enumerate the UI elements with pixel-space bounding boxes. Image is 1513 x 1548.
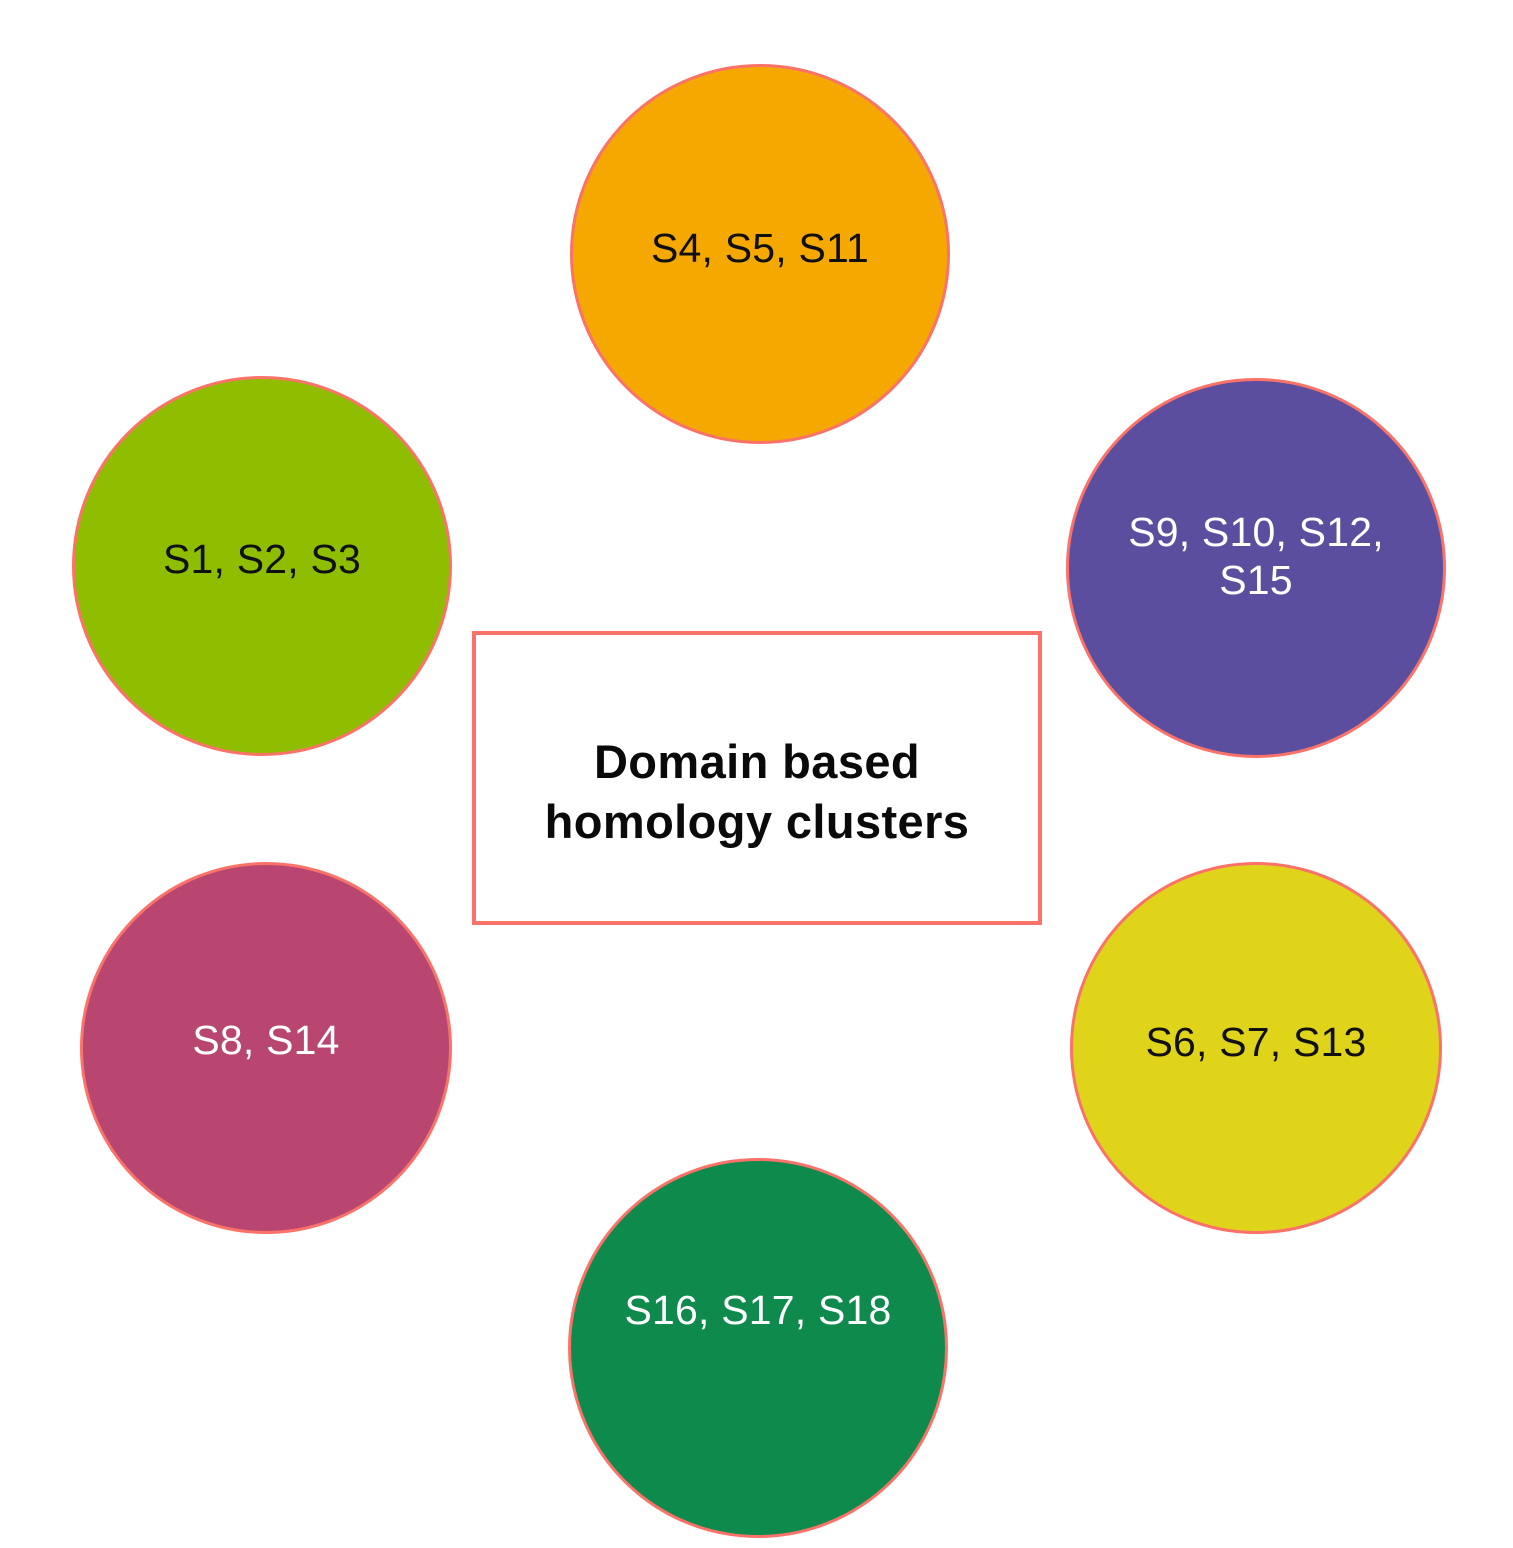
center-title-box: Domain based homology clusters xyxy=(472,631,1042,925)
cluster-node-bottom[interactable]: S16, S17, S18 xyxy=(568,1158,948,1538)
cluster-node-right-upper-label: S9, S10, S12, S15 xyxy=(1128,508,1384,603)
center-title-text: Domain based homology clusters xyxy=(544,734,970,848)
cluster-node-top-label: S4, S5, S11 xyxy=(651,224,869,271)
cluster-node-left-lower[interactable]: S8, S14 xyxy=(80,862,452,1234)
cluster-node-right-upper[interactable]: S9, S10, S12, S15 xyxy=(1066,378,1446,758)
cluster-node-left-upper-label: S1, S2, S3 xyxy=(162,535,361,582)
cluster-node-top[interactable]: S4, S5, S11 xyxy=(570,64,950,444)
cluster-node-left-lower-label: S8, S14 xyxy=(192,1016,340,1063)
cluster-node-bottom-label: S16, S17, S18 xyxy=(624,1286,892,1333)
cluster-node-right-lower-label: S6, S7, S13 xyxy=(1145,1018,1367,1065)
cluster-node-right-lower[interactable]: S6, S7, S13 xyxy=(1070,862,1442,1234)
cluster-node-left-upper[interactable]: S1, S2, S3 xyxy=(72,376,452,756)
